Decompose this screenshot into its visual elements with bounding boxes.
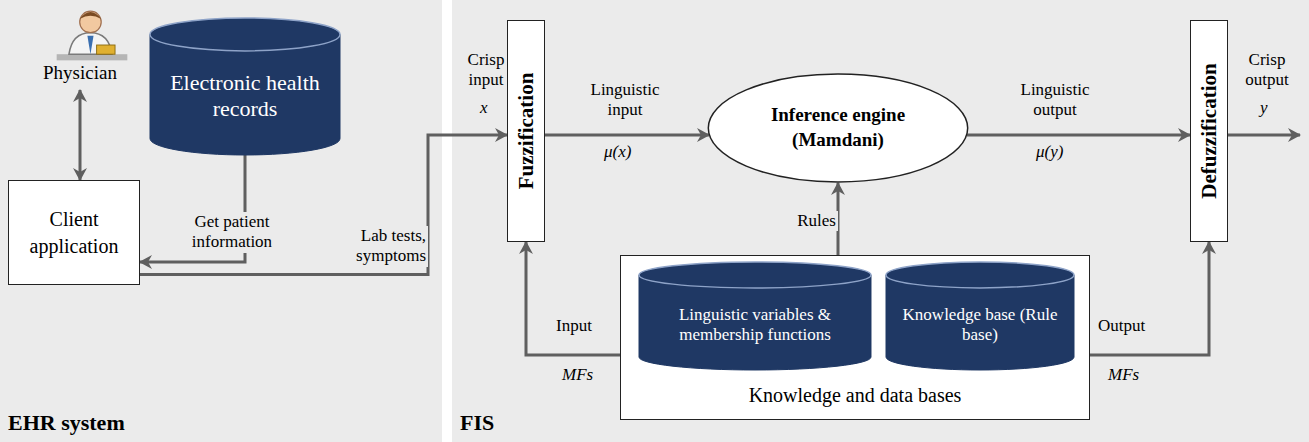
node-text: Client application [15, 206, 133, 260]
flow-label: Linguistic input [582, 80, 668, 121]
edge-label: Rules [788, 211, 838, 231]
flow-label: μ(x) [604, 142, 654, 162]
flow-label: y [1260, 98, 1274, 118]
database-cylinder: Knowledge base (Rule base) [886, 262, 1074, 370]
flow-label: Crisp input [460, 50, 512, 91]
tie [87, 36, 93, 54]
cylinder-body [639, 275, 871, 370]
database-cylinder: Linguistic variables & membership functi… [639, 262, 871, 370]
flow-label: Linguistic output [1000, 80, 1110, 121]
panel-heading: EHR system [8, 410, 125, 436]
flow-label: μ(y) [1036, 142, 1086, 162]
panel-heading: FIS [460, 410, 494, 436]
knowledge-box: Knowledge and data bases Linguistic varia… [620, 255, 1090, 420]
node-text: Knowledge base (Rule base) [886, 305, 1074, 345]
cylinder-body [150, 34, 340, 155]
hair [80, 12, 102, 19]
inference-ellipse: Inference engine (Mamdani) [707, 73, 969, 183]
physician-actor: Physician [20, 2, 140, 88]
flow-label: Crisp output [1236, 50, 1298, 91]
cylinder-top [639, 262, 871, 288]
paper [97, 45, 115, 54]
flow-label: MFs [562, 365, 612, 385]
cylinder-body [886, 275, 1074, 370]
cylinder-top [150, 18, 340, 51]
node-text: Fuzzification [514, 73, 539, 190]
node-text: Electronic health records [150, 70, 340, 122]
head [80, 11, 102, 33]
ellipse-outline [707, 73, 969, 183]
flow-connector [545, 134, 709, 137]
ehr-ground [0, 0, 442, 442]
node-text: Defuzzification [1197, 63, 1222, 198]
database-cylinder: Electronic health records [150, 18, 340, 155]
flow-label: x [480, 98, 494, 118]
client-box: Client application [8, 180, 140, 285]
flow-label: MFs [1108, 365, 1158, 385]
desk [57, 54, 128, 60]
node-text: Physician [20, 62, 140, 84]
flow-connector [140, 135, 507, 275]
cylinder-top [886, 262, 1074, 288]
defuzzification-box: Defuzzification [1190, 20, 1228, 242]
flow-label: Input [556, 316, 606, 336]
edge-label: Lab tests, symptoms [336, 226, 428, 267]
node-text: Knowledge and data bases [621, 384, 1089, 407]
node-text: Linguistic variables & membership functi… [639, 305, 871, 345]
fis-ground [452, 0, 1309, 442]
output-arrow [1228, 134, 1300, 137]
flow-connector [1090, 242, 1209, 355]
node-text: Inference engine (Mamdani) [707, 103, 969, 152]
flow-label: Output [1098, 316, 1158, 336]
flow-connector [967, 134, 1190, 137]
ellipse-shape [708, 74, 967, 182]
flow-connector [79, 90, 82, 180]
flow-connector [526, 242, 620, 355]
edge-label: Get patient information [168, 212, 296, 253]
fuzzification-box: Fuzzification [507, 20, 545, 242]
